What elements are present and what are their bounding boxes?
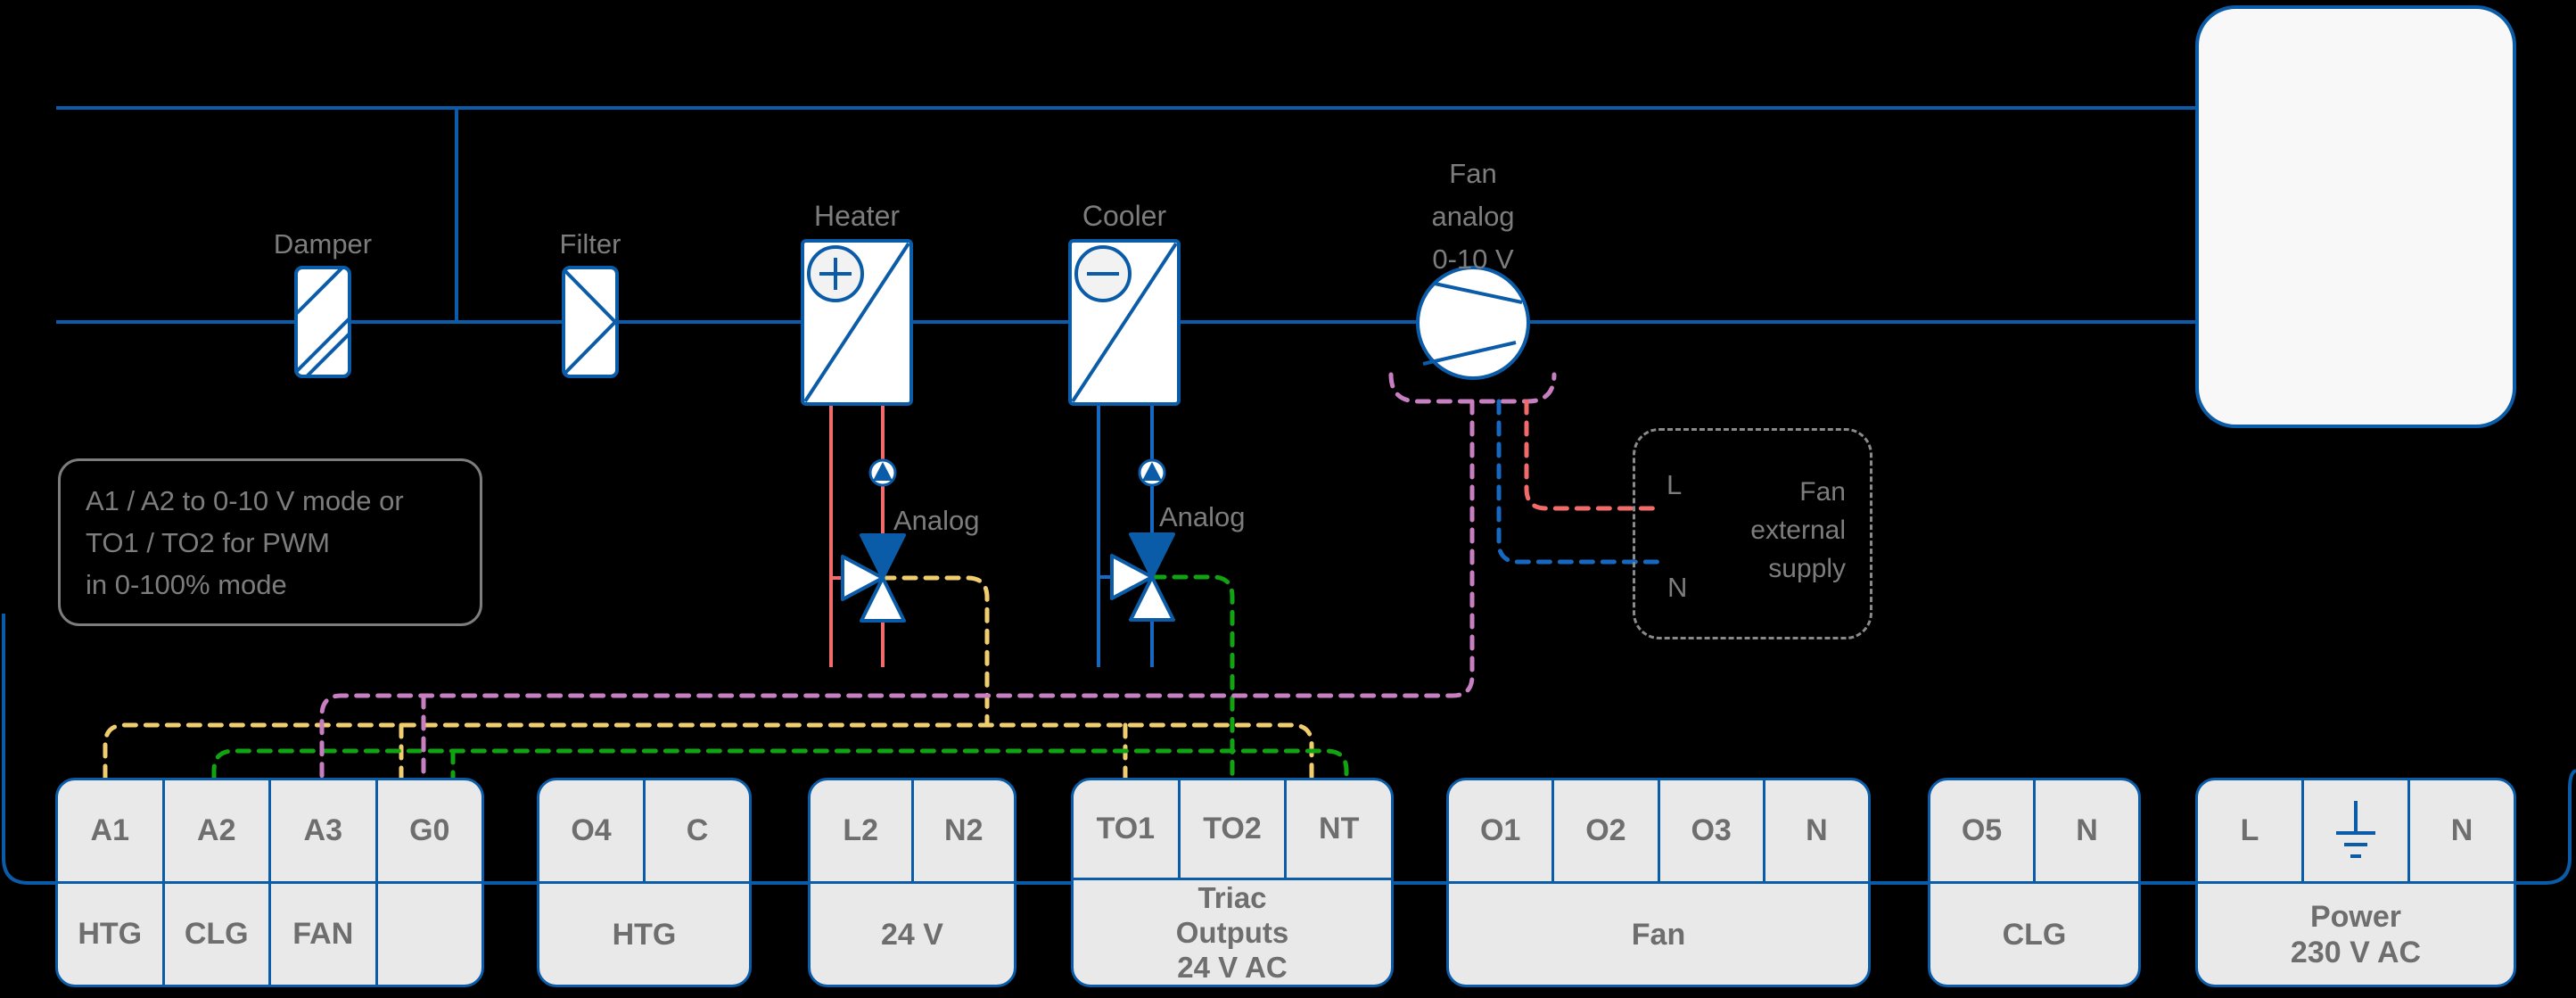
supply-l-label: L: [1667, 469, 1683, 500]
fan-label-line1: Fan: [1449, 158, 1497, 189]
power-label-line: Power: [2309, 899, 2402, 934]
heater-pump-icon: [868, 458, 897, 487]
supply-title-line: Fan: [1799, 477, 1846, 507]
cooler-coil-icon: [1068, 239, 1181, 406]
terminal-a2-function: CLG: [165, 884, 271, 985]
triac-block-label: Triac Outputs 24 V AC: [1074, 880, 1391, 985]
power-label-line: 230 V AC: [2290, 935, 2422, 969]
filter-icon: [562, 266, 619, 378]
terminal-o5: O5: [1930, 780, 2036, 881]
note-line: A1 / A2 to 0-10 V mode or: [86, 484, 404, 516]
supply-n-label: N: [1667, 572, 1688, 603]
terminal-bus-line: [2, 614, 2576, 885]
cooler-analog-label: Analog: [1159, 501, 1246, 532]
terminal-nt: NT: [1319, 812, 1360, 845]
note-line: TO1 / TO2 for PWM: [86, 526, 330, 558]
power-block-label: Power 230 V AC: [2198, 884, 2514, 985]
supply-title-line: supply: [1768, 554, 1846, 583]
fan-block-label: Fan: [1631, 917, 1686, 952]
terminal-block-24v: L2 N2 24 V: [808, 778, 1016, 987]
wire-green-bus: [211, 748, 1349, 780]
wire-cooler-signal-riser: [1150, 574, 1235, 780]
terminal-ground: [2304, 780, 2410, 881]
heater-label: Heater: [813, 200, 901, 232]
terminal-a3-function: FAN: [271, 884, 378, 985]
terminal-o3: O3: [1660, 780, 1765, 881]
heater-analog-label: Analog: [893, 505, 980, 536]
fan-icon: [1416, 266, 1530, 380]
terminal-l2: L2: [811, 780, 914, 881]
terminal-n-fan: N: [1806, 813, 1828, 847]
wire-fan-supply-l: [1524, 399, 1663, 511]
triac-label-line: Triac: [1197, 881, 1267, 914]
damper-label: Damper: [273, 228, 373, 260]
fan-external-supply-box: [1633, 428, 1872, 639]
heater-coil-icon: [801, 239, 913, 406]
damper-icon: [294, 266, 351, 378]
heater-valve-icon: [841, 533, 906, 623]
cooler-label: Cooler: [1082, 200, 1167, 232]
terminal-g0: G0: [409, 813, 450, 847]
wire-fan-supply-n: [1496, 399, 1663, 565]
terminal-a3: A3: [271, 780, 378, 881]
terminal-c: C: [686, 813, 709, 847]
air-handling-unit-box: [2195, 5, 2516, 428]
terminal-block-clg: O5 N CLG: [1928, 778, 2141, 987]
wire-heater-signal-riser: [880, 575, 990, 728]
mode-note-box: A1 / A2 to 0-10 V mode or TO1 / TO2 for …: [58, 458, 482, 626]
earth-ground-icon: [2336, 800, 2375, 858]
terminal-block-power: L N Power 230 V AC: [2195, 778, 2516, 987]
triac-label-line: Outputs: [1175, 916, 1289, 949]
terminal-to1: TO1: [1074, 780, 1181, 878]
terminal-a2: A2: [165, 780, 271, 881]
supply-title-line: external: [1750, 515, 1846, 545]
terminal-n-clg: N: [2076, 813, 2098, 847]
fan-label-line2: analog: [1431, 201, 1515, 232]
terminal-o4: O4: [539, 780, 646, 881]
terminal-to2: TO2: [1181, 780, 1288, 878]
terminal-l-power: L: [2198, 780, 2304, 881]
clg-block-label: CLG: [2002, 917, 2067, 952]
note-line: in 0-100% mode: [86, 568, 287, 600]
fan-label-line3: 0-10 V: [1432, 243, 1514, 275]
terminal-n2: N2: [944, 813, 983, 847]
terminal-n-power: N: [2450, 813, 2473, 847]
fan-external-supply-title: Fan external supply: [1692, 473, 1846, 588]
terminal-block-analog: A1 A2 A3 G0 HTG CLG FAN: [55, 778, 484, 987]
terminal-block-fan: O1 O2 O3 N Fan: [1446, 778, 1871, 987]
cooler-pump-icon: [1138, 458, 1166, 487]
terminal-block-triac: TO1 TO2 NT Triac Outputs 24 V AC: [1071, 778, 1394, 987]
cooler-valve-icon: [1110, 532, 1175, 622]
wire-yellow-bus: [103, 722, 1314, 780]
filter-label: Filter: [559, 228, 621, 260]
24v-block-label: 24 V: [881, 917, 943, 952]
terminal-o2: O2: [1554, 780, 1660, 881]
triac-label-line: 24 V AC: [1177, 951, 1288, 984]
htg-block-label: HTG: [612, 917, 677, 952]
terminal-a1: A1: [58, 780, 165, 881]
terminal-o1: O1: [1449, 780, 1555, 881]
terminal-g0-function: [378, 884, 482, 985]
terminal-a1-function: HTG: [58, 884, 165, 985]
wire-purple-bus: [319, 399, 1475, 780]
terminal-block-htg: O4 C HTG: [537, 778, 752, 987]
